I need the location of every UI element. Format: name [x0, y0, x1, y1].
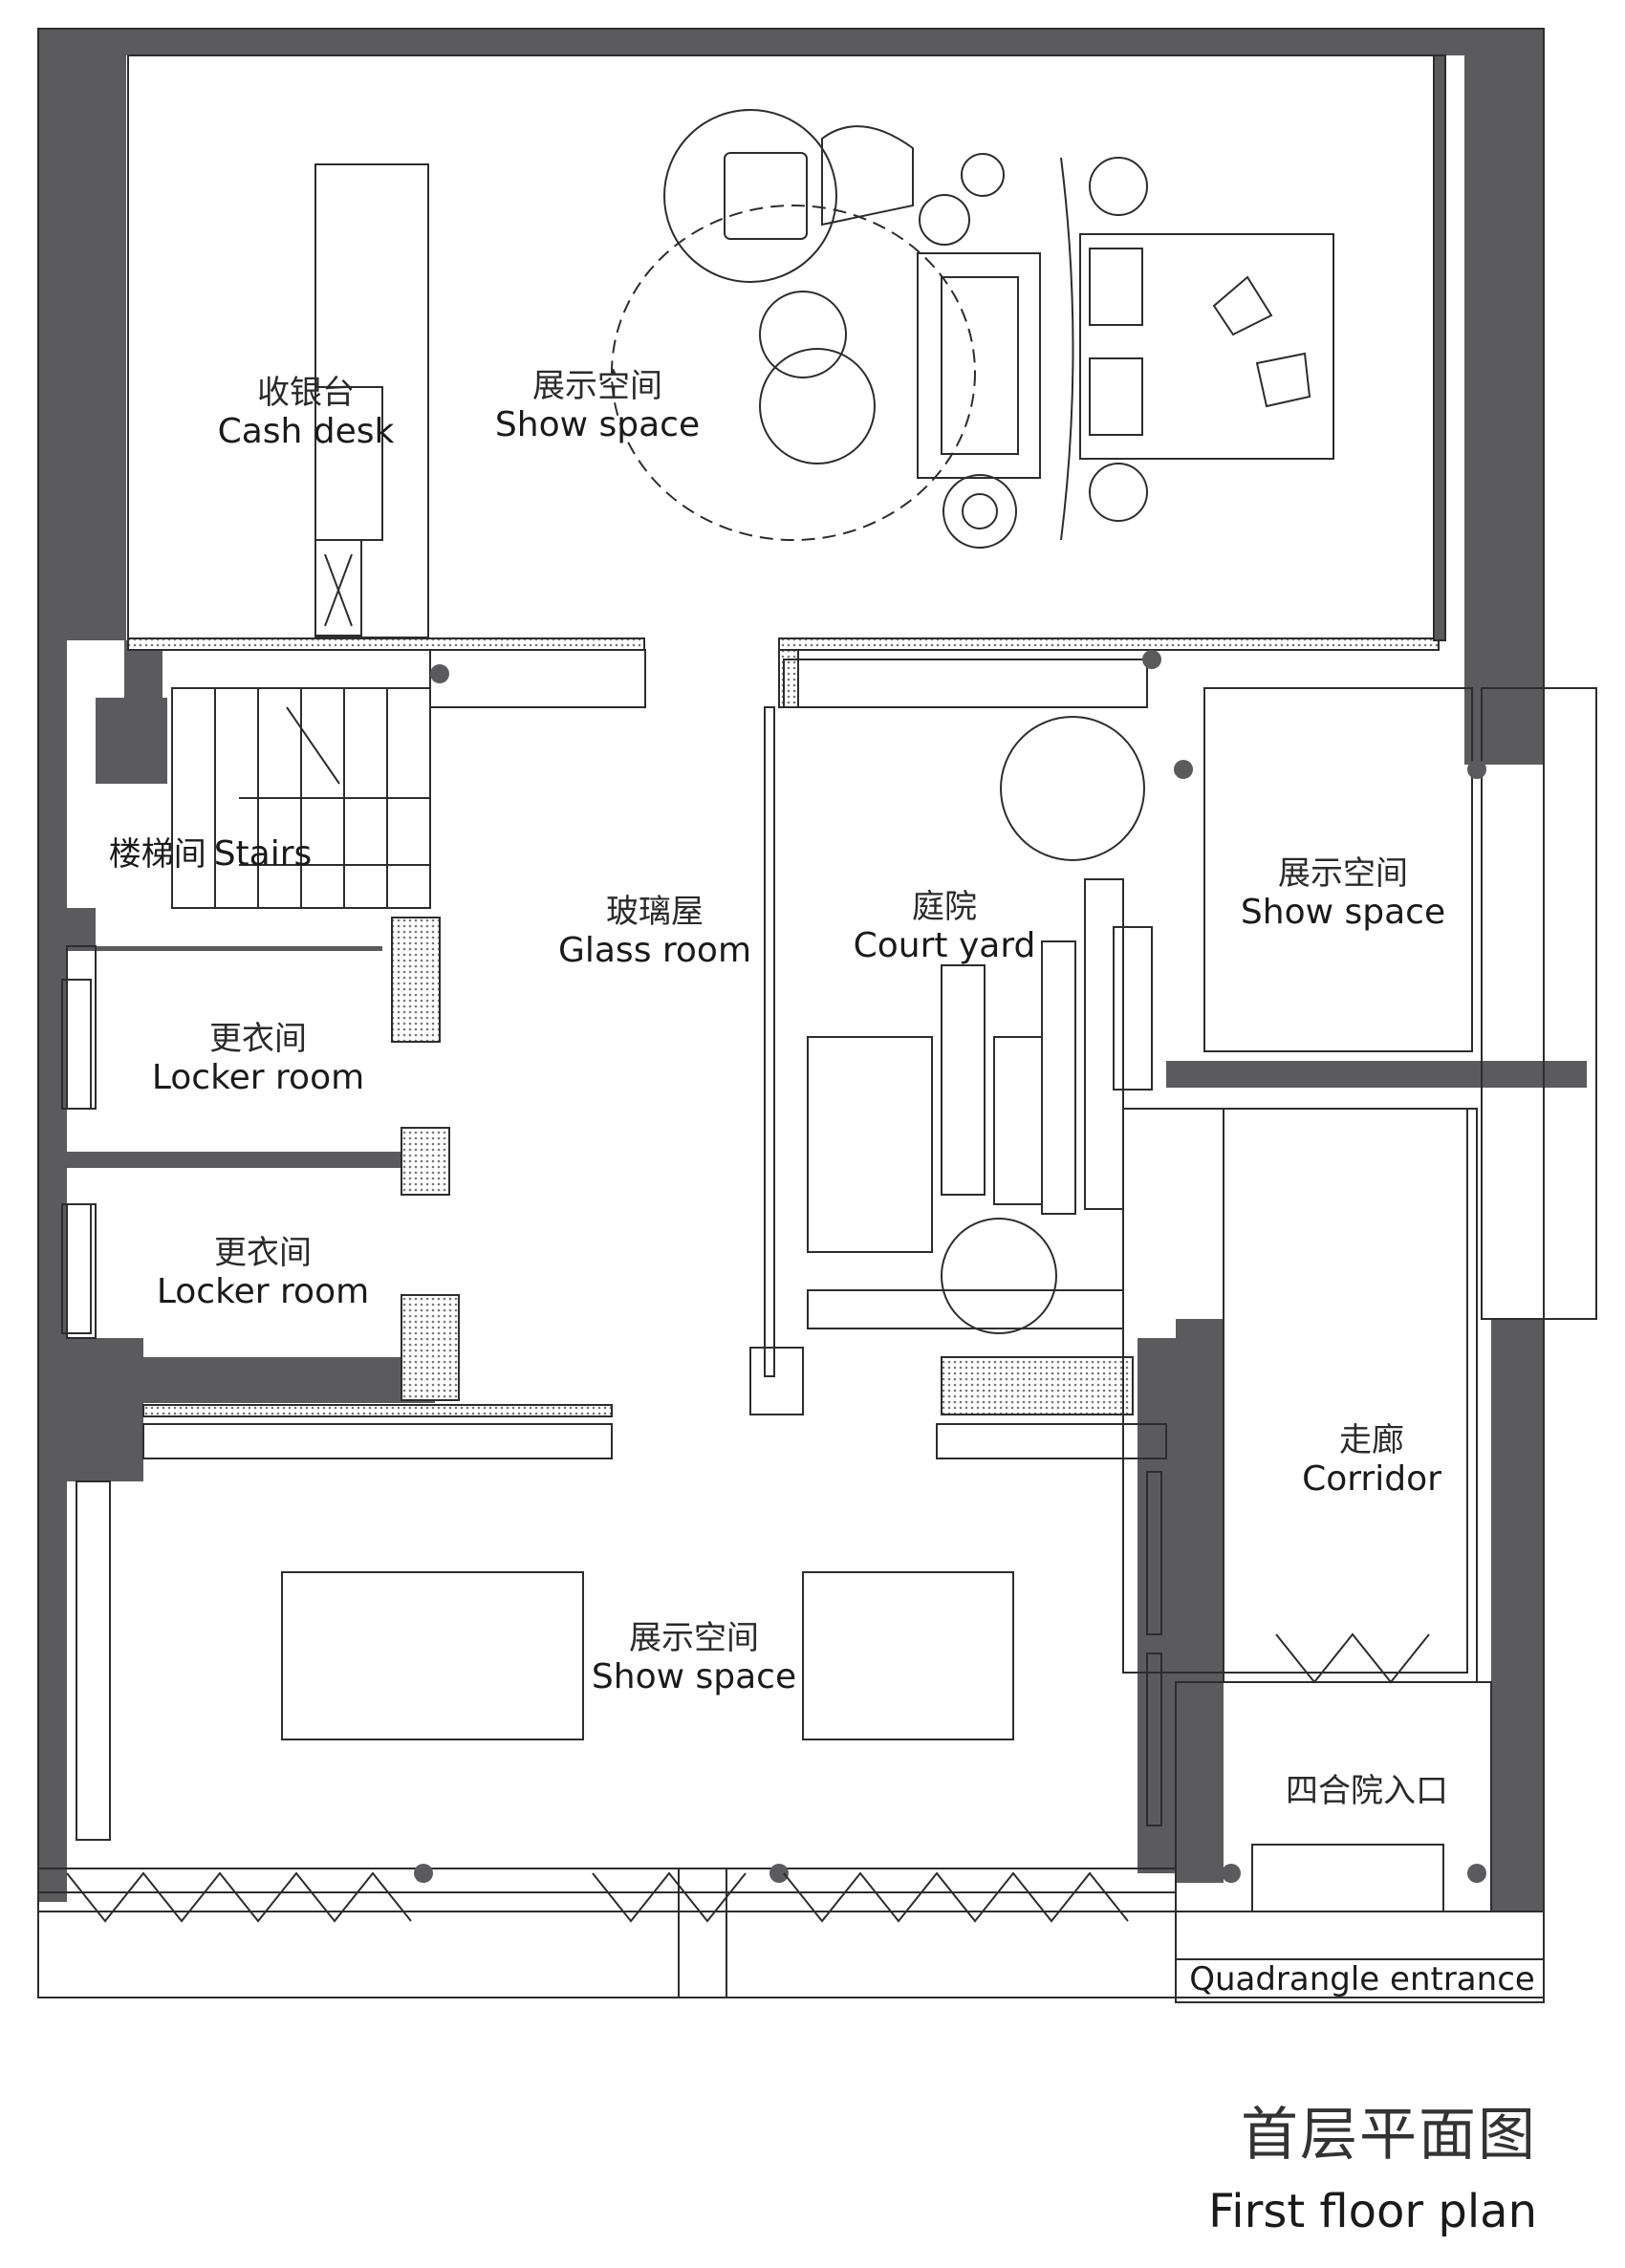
plan-border	[37, 1911, 1545, 2003]
interior-walls	[38, 640, 1587, 1403]
locker-benches	[61, 979, 92, 1334]
top-furniture	[611, 109, 1334, 549]
room-label-quadrangle-entrance-en: Quadrangle entrance	[1189, 1960, 1535, 1998]
wall-outlines	[37, 28, 1597, 2003]
plan-title: 首层平面图 First floor plan	[1208, 2088, 1537, 2238]
plan-title-en: First floor plan	[1208, 2185, 1537, 2238]
stairs	[171, 687, 431, 909]
bottom-show-furniture	[76, 1471, 1162, 1841]
columns	[414, 650, 1486, 1883]
courtyard-features	[807, 716, 1153, 1334]
folding-doors	[66, 1632, 1430, 1923]
cash-desk-counter	[314, 163, 429, 638]
hatched-walls	[127, 637, 1440, 1417]
exterior-walls	[38, 29, 1544, 1912]
plan-title-zh: 首层平面图	[1241, 2102, 1537, 2169]
room-label-quadrangle-entrance-zh: 四合院入口	[1286, 1772, 1448, 1810]
